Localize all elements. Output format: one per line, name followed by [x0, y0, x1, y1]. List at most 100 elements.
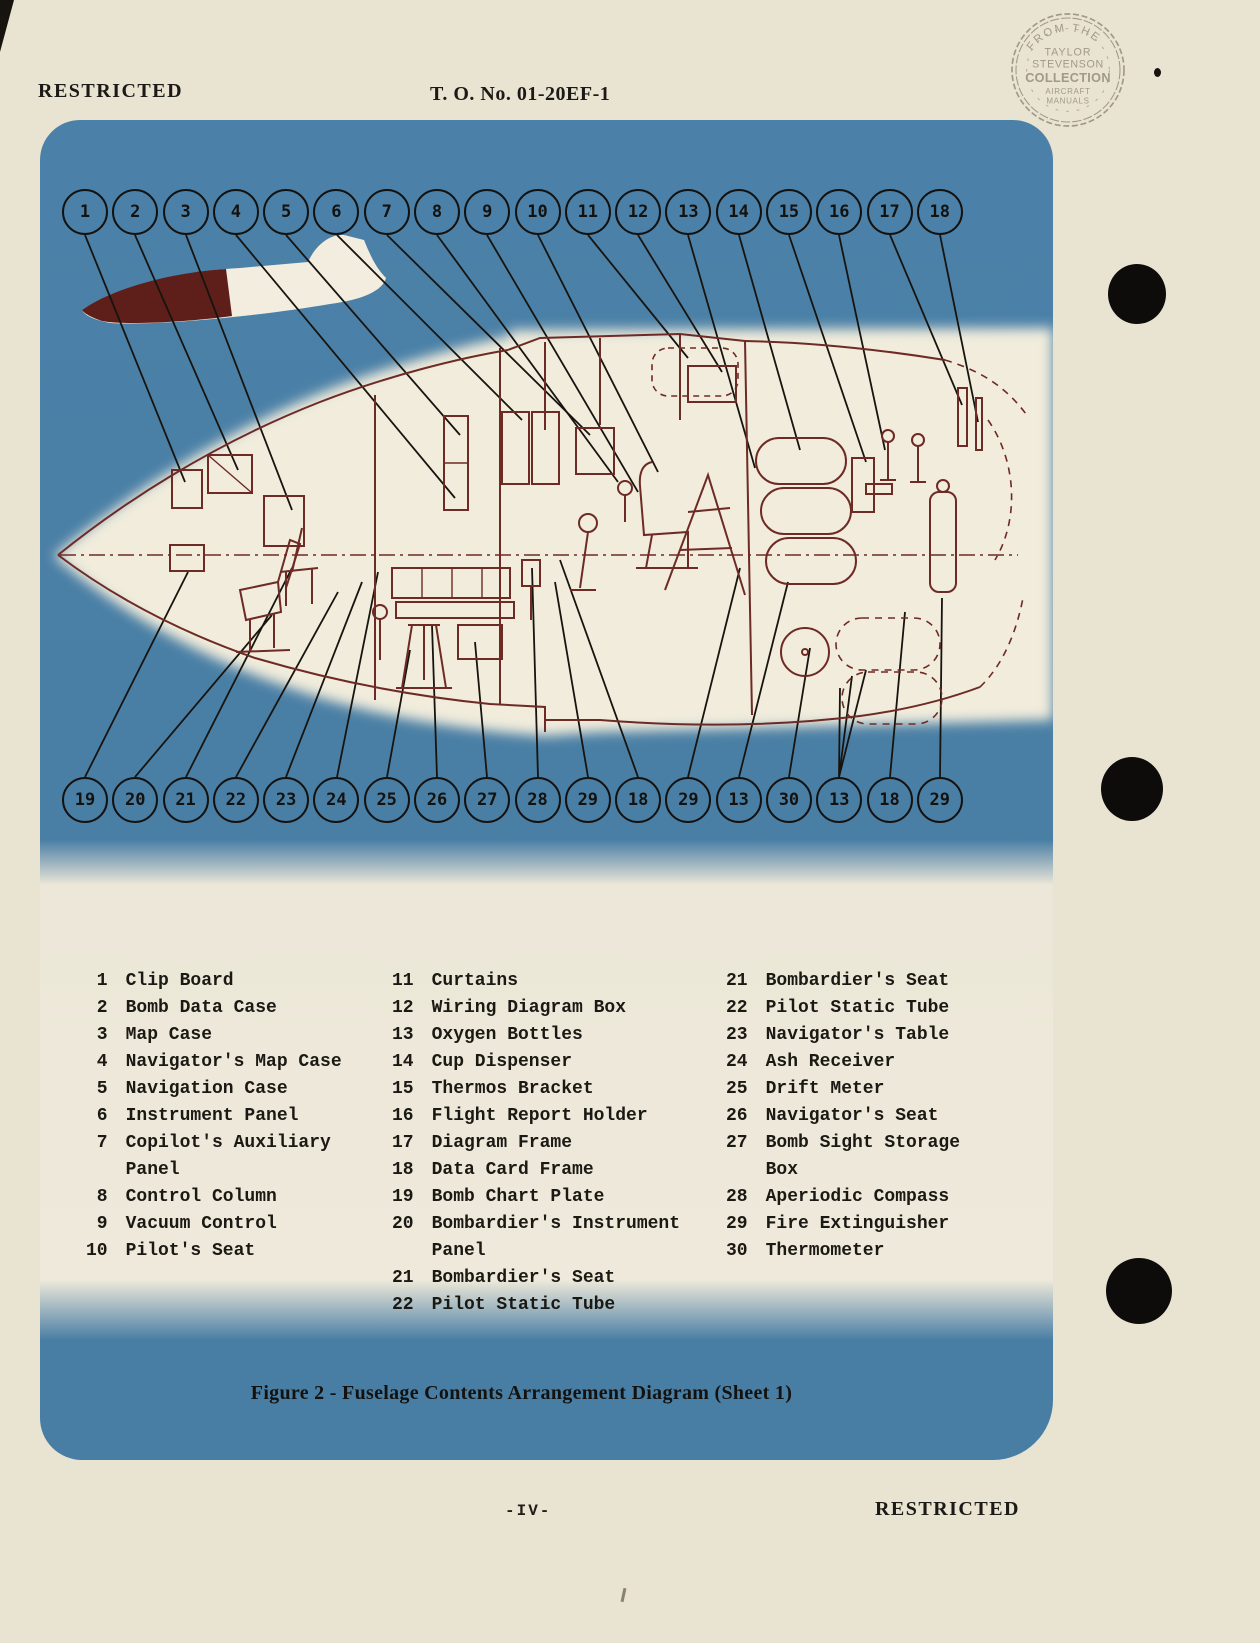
callout-circle: 29 [665, 777, 712, 823]
legend-item-number: 29 [726, 1214, 748, 1234]
callout-circle: 18 [615, 777, 662, 823]
bomb-data-case-shape [207, 454, 253, 494]
legend-item-number: 18 [392, 1160, 414, 1180]
callout-circle: 8 [413, 189, 460, 235]
legend-item-number: 15 [392, 1079, 414, 1099]
wiring-diagram-box-shape [687, 365, 737, 403]
callout-circle: 3 [162, 189, 209, 235]
scan-speck-bottom [620, 1587, 627, 1603]
legend-item-number: 3 [96, 1025, 108, 1045]
equipment-shapes [169, 347, 983, 725]
legend-item-label: Navigator's Table [765, 1025, 950, 1045]
legend-item-number: 20 [392, 1214, 414, 1234]
callout-circle: 18 [916, 189, 963, 235]
vacuum-control-shape [617, 480, 633, 496]
legend-item: 18 Data Card Frame [392, 1157, 686, 1184]
legend-item-label: Oxygen Bottles [431, 1025, 583, 1045]
legend-item-number: 21 [392, 1268, 414, 1288]
silhouette-nose [82, 269, 232, 324]
legend-item: 5 Navigation Case [86, 1076, 350, 1103]
legend-item-label: Bomb Sight Storage Box [765, 1133, 961, 1180]
callout-circle: 2 [112, 189, 159, 235]
copilot-aux-panel-shape [575, 427, 615, 475]
legend-item-label: Bombardier's Seat [765, 971, 950, 991]
legend-item-label: Pilot Static Tube [765, 998, 950, 1018]
legend-item-number: 19 [392, 1187, 414, 1207]
figure-panel: 1 2 3 4 5 6 7 8 9 10 11 12 13 14 15 16 1… [40, 120, 1053, 1460]
bomb-sight-storage-box-shape [457, 624, 503, 660]
callout-row-top: 1 2 3 4 5 6 7 8 9 10 11 12 13 14 15 16 1… [62, 189, 963, 235]
legend-item-number: 5 [96, 1079, 108, 1099]
legend-item-label: Bombardier's Seat [431, 1268, 616, 1288]
callout-circle: 5 [263, 189, 310, 235]
legend-item-number: 27 [726, 1133, 748, 1153]
legend-item-label: Cup Dispenser [431, 1052, 573, 1072]
scan-speck [1154, 68, 1161, 77]
legend-item-label: Curtains [431, 971, 519, 991]
callout-row-bottom: 19 20 21 22 23 24 25 26 27 28 29 18 29 1… [62, 777, 963, 823]
legend-item-number: 22 [726, 998, 748, 1018]
callout-circle: 7 [363, 189, 410, 235]
legend-item-label: Navigator's Map Case [125, 1052, 342, 1072]
diagram-frame-shape [957, 387, 968, 447]
callout-circle: 21 [162, 777, 209, 823]
callout-circle: 24 [313, 777, 360, 823]
stamp-line-stevenson: STEVENSON [1032, 58, 1104, 70]
callout-circle: 15 [765, 189, 812, 235]
instrument-panel-shape [501, 411, 530, 485]
punch-hole [1106, 1258, 1172, 1324]
curtains-shape [651, 347, 739, 397]
legend-item-number: 7 [96, 1133, 108, 1153]
legend-item-label: Bombardier's Instrument Panel [431, 1214, 681, 1261]
callout-circle: 28 [514, 777, 561, 823]
legend-item-label: Bomb Data Case [125, 998, 277, 1018]
silhouette-body [82, 235, 386, 324]
data-card-frame-shape [975, 397, 983, 451]
legend-item-label: Map Case [125, 1025, 213, 1045]
footer-page-number: -IV- [505, 1502, 552, 1520]
legend-item: 20 Bombardier's Instrument Panel [392, 1211, 686, 1265]
callout-circle: 14 [715, 189, 762, 235]
legend-item: 27 Bomb Sight Storage Box [726, 1130, 974, 1184]
legend-item-label: Drift Meter [765, 1079, 885, 1099]
callout-circle: 13 [816, 777, 863, 823]
leader-lines-top [84, 234, 979, 511]
callout-circle: 4 [212, 189, 259, 235]
legend-item-number: 6 [96, 1106, 108, 1126]
copilot-seat-frame-shape [664, 471, 746, 596]
legend-item-number: 26 [726, 1106, 748, 1126]
scan-corner-artifact [0, 0, 14, 52]
callout-circle: 29 [564, 777, 611, 823]
legend-item-number: 16 [392, 1106, 414, 1126]
legend-item-label: Ash Receiver [765, 1052, 896, 1072]
legend-item-label: Navigation Case [125, 1079, 288, 1099]
navigators-seat-shape [396, 624, 452, 689]
legend-item: 21 Bombardier's Seat [392, 1265, 686, 1292]
callout-circle: 6 [313, 189, 360, 235]
figure-caption: Figure 2 - Fuselage Contents Arrangement… [250, 1382, 793, 1404]
callout-circle: 13 [665, 189, 712, 235]
cup-dispenser-shape [880, 442, 896, 481]
legend-item-label: Thermometer [765, 1241, 885, 1261]
callout-circle: 19 [62, 777, 108, 823]
legend-item-number: 12 [392, 998, 414, 1018]
legend-item-number: 14 [392, 1052, 414, 1072]
drift-meter-shape [372, 604, 388, 620]
legend-item-label: Data Card Frame [431, 1160, 594, 1180]
bombardier-instrument-panel-shape [395, 601, 515, 619]
legend-item-number: 17 [392, 1133, 414, 1153]
control-column-shape [570, 531, 596, 591]
header-restricted-label: RESTRICTED [38, 80, 184, 102]
callout-circle: 26 [413, 777, 460, 823]
punch-hole [1108, 264, 1166, 324]
